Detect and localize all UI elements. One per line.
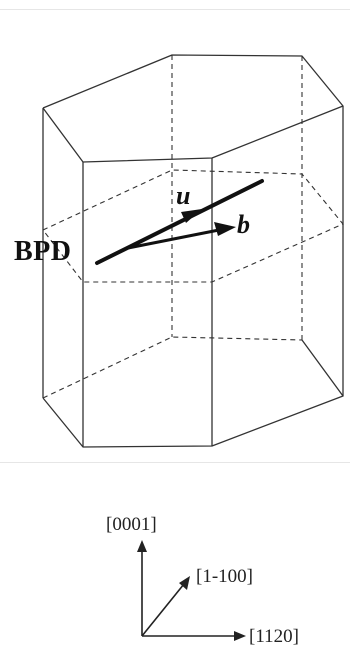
basal-plane bbox=[42, 169, 344, 283]
hexagonal-prism-diagram bbox=[42, 54, 344, 448]
axis-label-0001: [0001] bbox=[106, 514, 157, 535]
line-direction-label: u bbox=[176, 181, 191, 210]
hidden-bottom-back bbox=[42, 336, 303, 399]
m-axis-arrowhead bbox=[179, 576, 190, 590]
middle-separator bbox=[0, 462, 350, 463]
axis-label-1-100: [1-100] bbox=[196, 566, 253, 587]
bpd-label: BPD bbox=[14, 236, 72, 267]
bottom-face-visible bbox=[42, 339, 344, 448]
axis-label-1120: [1120] bbox=[249, 626, 299, 647]
burgers-vector-label: b bbox=[237, 210, 250, 239]
u-arrowhead bbox=[181, 209, 202, 223]
top-separator bbox=[0, 9, 350, 10]
b-arrowhead bbox=[214, 222, 236, 236]
a-axis-arrowhead bbox=[234, 631, 246, 641]
m-axis-line bbox=[141, 583, 185, 637]
c-axis-arrowhead bbox=[137, 540, 147, 552]
b-vector-shaft bbox=[126, 227, 226, 250]
